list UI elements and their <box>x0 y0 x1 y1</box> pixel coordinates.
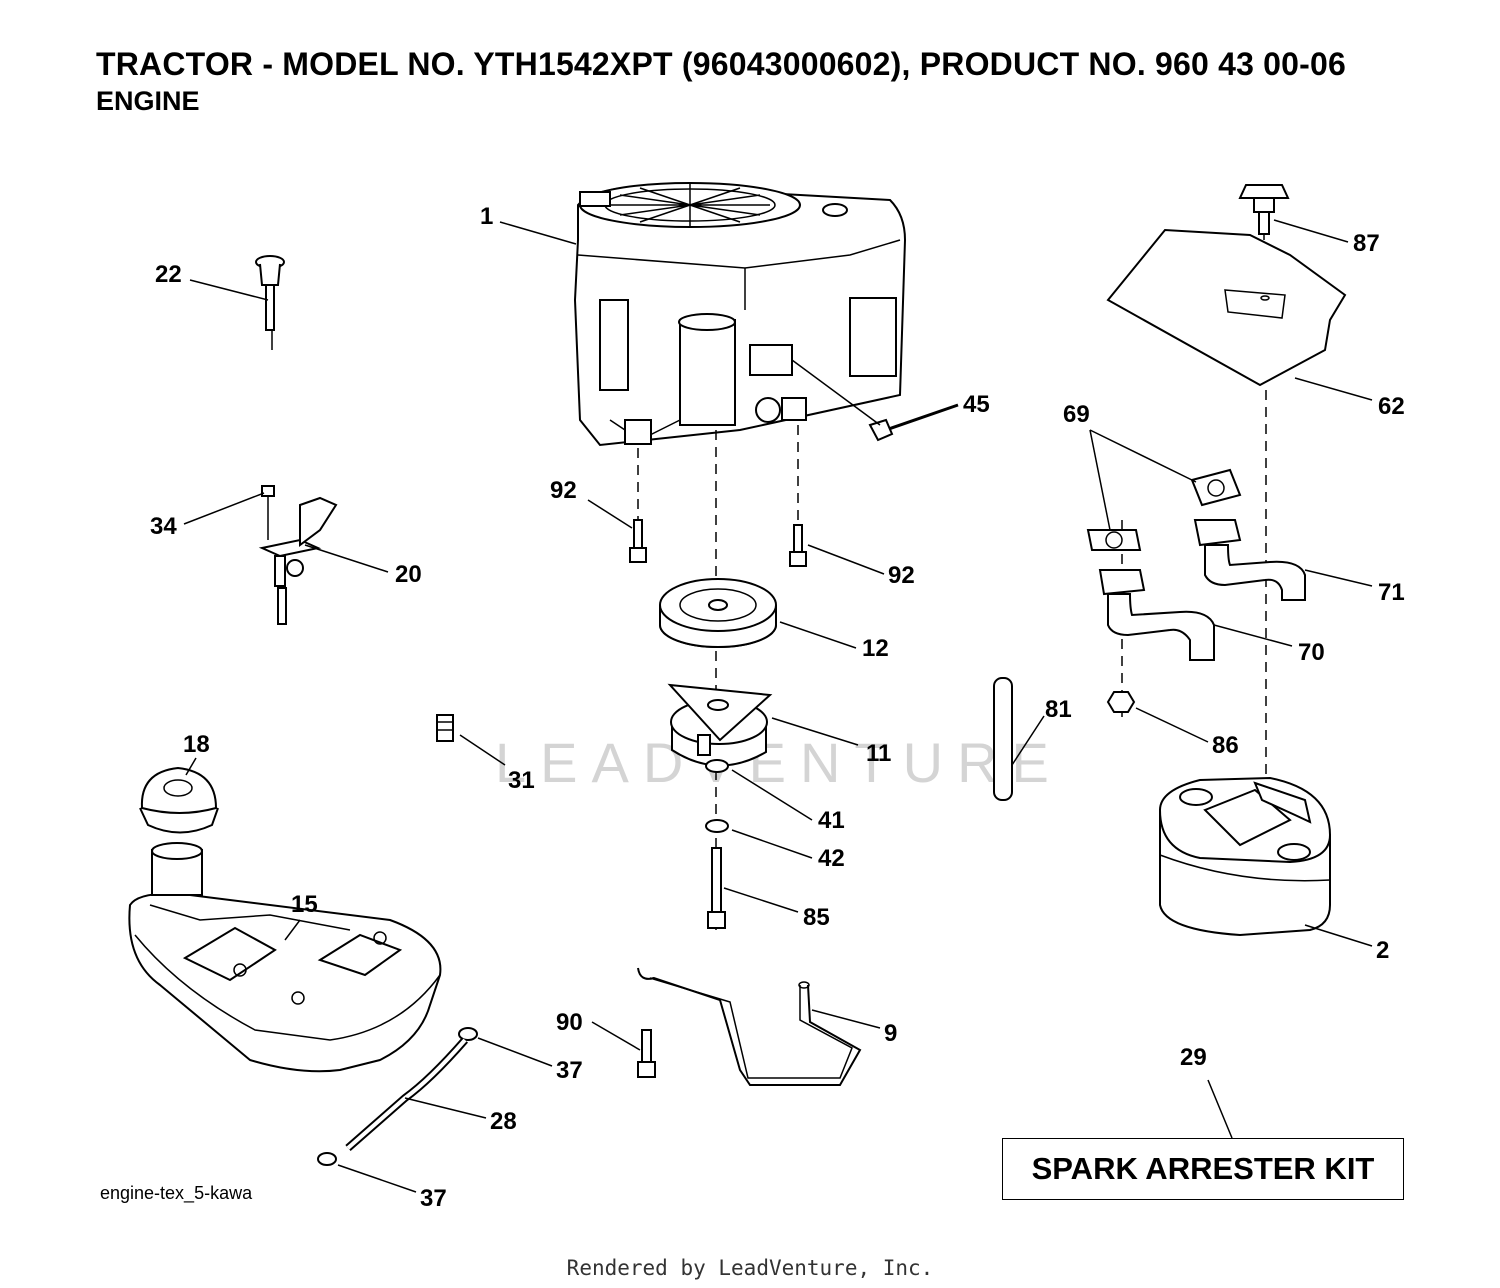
exhaust-gasket-lower-part[interactable] <box>1086 529 1142 551</box>
callout-22: 22 <box>155 261 182 288</box>
exhaust-gasket-upper-part[interactable] <box>1190 468 1242 507</box>
page-title: TRACTOR - MODEL NO. YTH1542XPT (96043000… <box>96 46 1347 82</box>
callout-70: 70 <box>1298 639 1325 666</box>
exhaust-nut-part[interactable] <box>1106 691 1136 713</box>
exhaust-pipe-71-part[interactable] <box>1193 519 1306 601</box>
callout-37-upper: 37 <box>556 1057 583 1084</box>
muffler-part[interactable] <box>1158 776 1332 937</box>
callout-85: 85 <box>803 904 830 931</box>
electric-clutch-part[interactable] <box>667 683 773 767</box>
callout-37-lower: 37 <box>420 1185 447 1212</box>
page-subtitle: ENGINE <box>96 86 200 116</box>
callout-42: 42 <box>818 845 845 872</box>
callout-9: 9 <box>884 1020 897 1047</box>
tube-part[interactable] <box>993 677 1013 801</box>
hose-clamp-lower-part[interactable] <box>317 1152 337 1166</box>
callout-86: 86 <box>1212 732 1239 759</box>
callout-28: 28 <box>490 1108 517 1135</box>
callout-18: 18 <box>183 731 210 758</box>
callout-2: 2 <box>1376 937 1389 964</box>
callout-62: 62 <box>1378 393 1405 420</box>
hose-clamp-upper-part[interactable] <box>458 1027 478 1041</box>
callout-81: 81 <box>1045 696 1072 723</box>
callout-34: 34 <box>150 513 177 540</box>
callout-90: 90 <box>556 1009 583 1036</box>
spark-plug-part[interactable] <box>868 403 959 442</box>
callout-69: 69 <box>1063 401 1090 428</box>
engine-part[interactable] <box>573 182 907 447</box>
callout-31: 31 <box>508 767 535 794</box>
pulley-part[interactable] <box>659 578 777 648</box>
heat-shield-part[interactable] <box>1106 228 1347 387</box>
footer-credit: Rendered by LeadVenture, Inc. <box>566 1256 934 1280</box>
clutch-bolt-part[interactable] <box>707 847 726 929</box>
exhaust-pipe-70-part[interactable] <box>1098 569 1215 661</box>
callout-92-right: 92 <box>888 562 915 589</box>
callout-45: 45 <box>963 391 990 418</box>
washer-41-part[interactable] <box>705 759 729 773</box>
bracket-rod-part[interactable] <box>637 967 862 1086</box>
callout-15: 15 <box>291 891 318 918</box>
watermark-text: LEADVENTURE <box>495 731 1063 794</box>
callout-41: 41 <box>818 807 845 834</box>
callout-87: 87 <box>1353 230 1380 257</box>
callout-92-left: 92 <box>550 477 577 504</box>
throttle-control-part[interactable] <box>258 485 338 625</box>
callout-1: 1 <box>480 203 493 230</box>
washer-42-part[interactable] <box>705 819 729 833</box>
callout-11: 11 <box>866 740 891 767</box>
fuel-tank-part[interactable] <box>128 842 442 1073</box>
bracket-bolt-part[interactable] <box>637 1029 656 1078</box>
callout-20: 20 <box>395 561 422 588</box>
callout-29: 29 <box>1180 1044 1207 1071</box>
bolt-right-part[interactable] <box>789 524 807 567</box>
callout-71: 71 <box>1378 579 1405 606</box>
choke-knob-part[interactable] <box>255 255 285 350</box>
heat-shield-screw-part[interactable] <box>1238 184 1290 235</box>
spark-arrester-kit-box[interactable]: SPARK ARRESTER KIT <box>1002 1138 1404 1200</box>
bolt-left-part[interactable] <box>629 519 647 563</box>
callout-12: 12 <box>862 635 889 662</box>
fuel-cap-part[interactable] <box>139 766 219 834</box>
diagram-code-label: engine-tex_5-kawa <box>100 1183 253 1203</box>
clip-part[interactable] <box>436 714 454 742</box>
